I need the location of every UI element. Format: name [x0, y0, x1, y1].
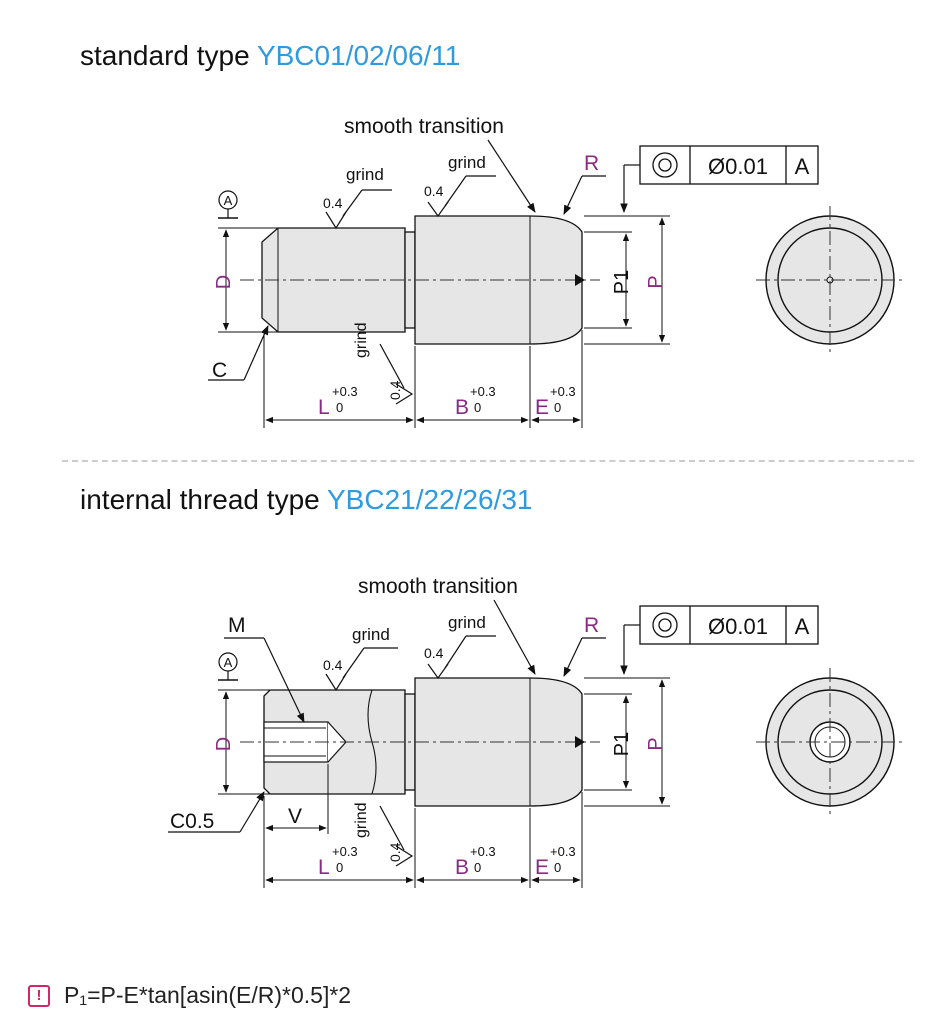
label-L: L	[318, 396, 330, 419]
internal-thread-heading: internal thread type YBC21/22/26/31	[80, 484, 533, 516]
label-E: E	[535, 856, 549, 879]
roughness-value: 0.4	[323, 195, 343, 211]
grind-label: grind	[448, 153, 486, 172]
label-P1: P1	[611, 270, 633, 294]
internal-thread-title: internal thread type	[80, 484, 320, 515]
roughness-value: 0.4	[387, 380, 403, 400]
label-D: D	[213, 275, 235, 289]
grind-symbol-groove: grind 0.4	[353, 802, 414, 867]
tol-upper: +0.3	[332, 384, 358, 399]
roughness-value: 0.4	[424, 645, 444, 661]
grind-label: grind	[353, 322, 370, 358]
centerline-arrow	[575, 736, 585, 748]
internal-thread-models: YBC21/22/26/31	[327, 484, 533, 515]
tol-lower: 0	[554, 400, 561, 415]
grind-label: grind	[448, 613, 486, 632]
internal-end-view	[756, 668, 904, 816]
tol-lower: 0	[336, 400, 343, 415]
dimension-P: P	[584, 677, 670, 807]
dimension-D: D	[213, 227, 278, 333]
radius-R-callout: R	[563, 614, 606, 677]
smooth-transition-callout: smooth transition	[358, 575, 536, 675]
roughness-value: 0.4	[387, 842, 403, 862]
exclamation-icon: !	[28, 984, 50, 1007]
dimension-V: V	[265, 764, 329, 834]
length-dimensions: L +0.3 0 B +0.3 0 E +0.3 0	[263, 330, 583, 428]
tol-upper: +0.3	[550, 384, 576, 399]
dimension-P: P	[584, 215, 670, 345]
chamfer-C-callout: C0.5	[168, 791, 265, 833]
radius-R-callout: R	[563, 152, 606, 215]
concentricity-tolerance-frame: Ø0.01 A	[620, 145, 819, 213]
grind-symbol-shank: grind 0.4	[323, 625, 398, 692]
roughness-value: 0.4	[323, 657, 343, 673]
label-R: R	[584, 614, 599, 637]
standard-type-drawing: D A grind 0.4 grind 0.4 grind	[208, 115, 904, 428]
thread-M-callout: M	[224, 614, 305, 723]
tol-lower: 0	[336, 860, 343, 875]
tol-upper: +0.3	[332, 844, 358, 859]
internal-thread-drawing: M D A grind 0.4 grind	[168, 575, 904, 888]
p1-formula: ! P₁=P-E*tan[asin(E/R)*0.5]*2	[28, 982, 351, 1009]
tolerance-datum: A	[795, 154, 810, 179]
centerline-arrow	[575, 274, 585, 286]
dimension-D: D	[213, 689, 270, 795]
label-P: P	[645, 737, 667, 750]
datum-A-symbol: A	[218, 190, 238, 219]
length-dimensions: L +0.3 0 B +0.3 0 E +0.3 0	[263, 792, 583, 888]
label-P1: P1	[611, 732, 633, 756]
chamfer-C-callout: C	[208, 325, 269, 382]
tol-lower: 0	[474, 400, 481, 415]
label-B: B	[455, 856, 469, 879]
roughness-value: 0.4	[424, 183, 444, 199]
grind-label: grind	[353, 802, 370, 838]
concentricity-icon	[652, 612, 678, 638]
label-E: E	[535, 396, 549, 419]
tol-upper: +0.3	[470, 844, 496, 859]
label-B: B	[455, 396, 469, 419]
label-C: C0.5	[170, 810, 214, 833]
tol-lower: 0	[554, 860, 561, 875]
label-C: C	[212, 359, 227, 382]
tolerance-value: Ø0.01	[708, 154, 768, 179]
datum-A-symbol: A	[218, 652, 238, 681]
label-D: D	[213, 737, 235, 751]
tol-upper: +0.3	[550, 844, 576, 859]
datum-letter: A	[224, 655, 233, 670]
concentricity-icon	[652, 152, 678, 178]
grind-label: grind	[346, 165, 384, 184]
label-L: L	[318, 856, 330, 879]
tolerance-datum: A	[795, 614, 810, 639]
tol-lower: 0	[474, 860, 481, 875]
formula-text: P₁=P-E*tan[asin(E/R)*0.5]*2	[64, 982, 352, 1008]
grind-symbol-head: grind 0.4	[424, 613, 496, 680]
tolerance-value: Ø0.01	[708, 614, 768, 639]
label-V: V	[288, 805, 302, 828]
dimension-P1: P1	[584, 231, 633, 329]
tol-upper: +0.3	[470, 384, 496, 399]
standard-type-models: YBC01/02/06/11	[256, 40, 461, 71]
smooth-transition-callout: smooth transition	[344, 115, 536, 213]
label-R: R	[584, 152, 599, 175]
smooth-transition-label: smooth transition	[344, 115, 504, 138]
datum-letter: A	[224, 193, 233, 208]
grind-symbol-head: grind 0.4	[424, 153, 496, 218]
smooth-transition-label: smooth transition	[358, 575, 518, 598]
grind-label: grind	[352, 625, 390, 644]
concentricity-tolerance-frame: Ø0.01 A	[620, 605, 819, 675]
standard-type-title: standard type	[80, 40, 250, 71]
label-P: P	[645, 275, 667, 288]
standard-end-view	[756, 206, 904, 354]
section-divider	[62, 460, 914, 462]
dimension-P1: P1	[584, 693, 633, 791]
grind-symbol-groove: grind 0.4	[353, 322, 414, 405]
label-M: M	[228, 614, 246, 637]
grind-symbol-shank: grind 0.4	[323, 165, 392, 230]
standard-type-heading: standard type YBC01/02/06/11	[80, 40, 460, 72]
